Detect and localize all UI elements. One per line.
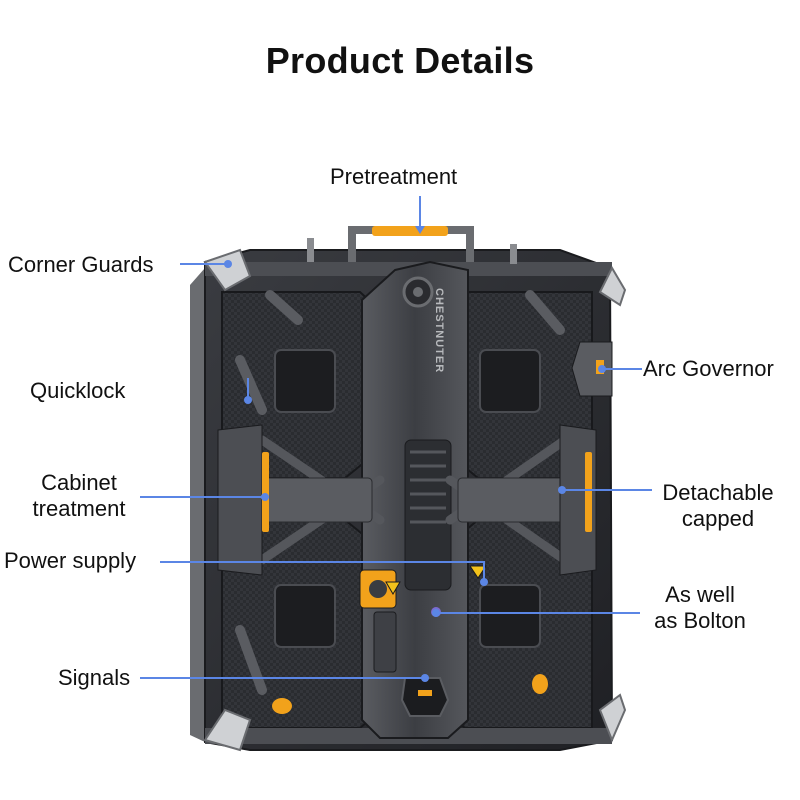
label-detachable-capped-line1: Detachable [662,480,774,505]
handle-grip [372,226,448,236]
label-cabinet-treatment-line1: Cabinet [41,470,117,495]
signal-port [400,677,450,717]
label-corner-guards: Corner Guards [8,252,154,277]
label-arc-governor: Arc Governor [643,356,774,381]
module-latches [274,349,541,648]
alignment-pins [307,238,517,264]
side-rails [217,424,597,576]
quicklock-arms [235,290,565,695]
leader-lines [140,196,652,679]
top-handle [348,226,474,262]
label-pretreatment: Pretreatment [330,164,458,189]
label-cabinet-treatment: Cabinet treatment [20,470,138,522]
corner-guards [203,248,627,752]
brand-text: CHESTNUTER [433,288,445,373]
label-as-well-as-bolton: As well as Bolton [640,582,760,634]
power-connector [359,565,487,673]
page-title: Product Details [265,40,535,81]
accent-strip-right [585,452,592,532]
label-detachable-capped: Detachable capped [648,480,788,532]
label-as-well-as-bolton-line2: as Bolton [654,608,746,633]
label-signals: Signals [58,665,131,690]
label-as-well-as-bolton-line1: As well [665,582,735,607]
orange-clips [272,674,548,714]
leader-dots [224,226,606,682]
label-quicklock: Quicklock [30,378,126,403]
accent-strip-left [262,452,269,532]
module-edge [190,268,205,742]
label-cabinet-treatment-line2: treatment [32,496,126,521]
label-power-supply: Power supply [4,548,137,573]
leader-power-supply [160,561,485,580]
label-detachable-capped-line2: capped [681,506,755,531]
